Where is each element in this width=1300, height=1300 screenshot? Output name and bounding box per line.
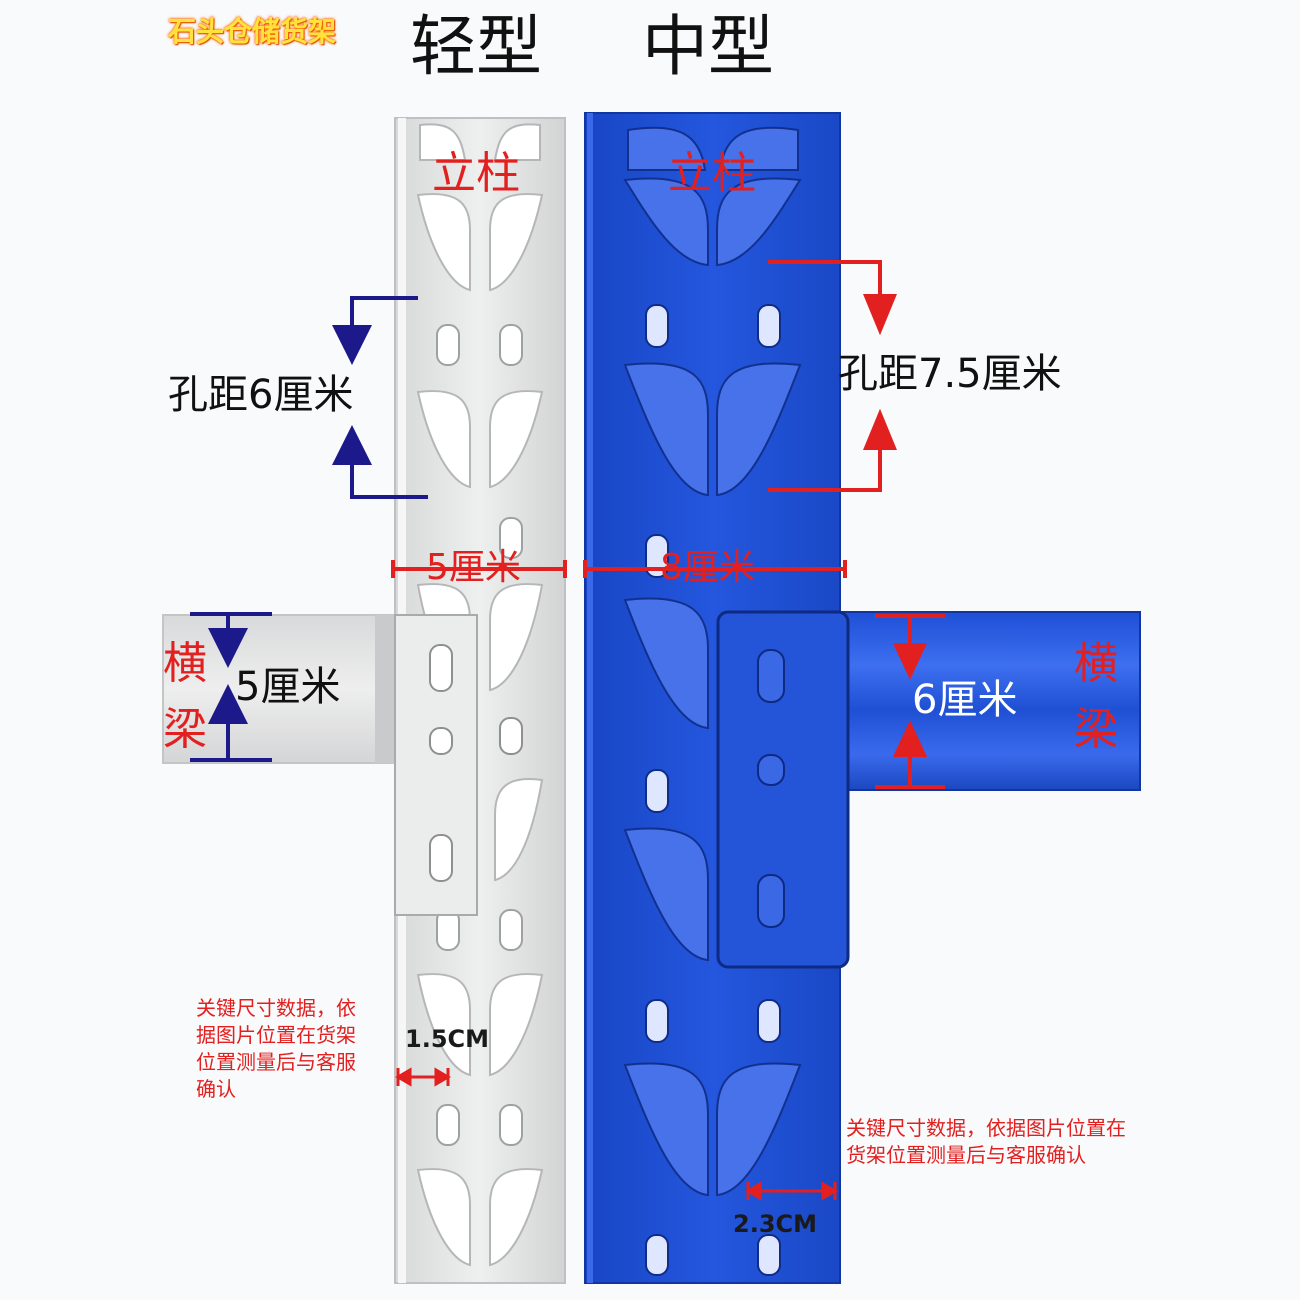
- light-beam-label-1: 横: [163, 638, 207, 689]
- medium-upright-label: 立柱: [668, 148, 756, 199]
- medium-beam-label-2: 梁: [1074, 704, 1118, 755]
- medium-width-label: 8厘米: [660, 547, 755, 588]
- light-hole-measure-label: 1.5CM: [405, 1025, 490, 1053]
- title-light: 轻型: [410, 8, 542, 85]
- medium-upright: [584, 112, 841, 1284]
- title-medium: 中型: [642, 8, 774, 85]
- light-beam-height-arrows: [190, 612, 272, 762]
- light-width-label: 5厘米: [426, 547, 521, 588]
- light-beam-label-2: 梁: [163, 704, 207, 755]
- medium-hole-spacing-label: 孔距7.5厘米: [838, 351, 1062, 397]
- brand-watermark: 石头仓储货架: [168, 15, 337, 48]
- medium-beam-height-label: 6厘米: [912, 677, 1018, 723]
- light-hole-spacing-label: 孔距6厘米: [168, 372, 354, 418]
- hole-measure-lines: [395, 1067, 838, 1201]
- medium-hole-spacing-arrows: [768, 260, 897, 492]
- light-hole-spacing-arrows: [332, 296, 428, 499]
- width-measure-lines: [391, 560, 847, 578]
- light-measure-note: 关键尺寸数据，依据图片位置在货架位置测量后与客服确认: [196, 996, 356, 1101]
- medium-hole-measure-label: 2.3CM: [733, 1210, 818, 1238]
- medium-beam-label-1: 横: [1074, 638, 1118, 689]
- medium-measure-note: 关键尺寸数据，依据图片位置在货架位置测量后与客服确认: [846, 1116, 1126, 1167]
- medium-beam-height-arrows: [875, 614, 945, 789]
- light-beam-height-label: 5厘米: [235, 664, 341, 710]
- medium-beam: [716, 610, 1141, 969]
- light-upright-label: 立柱: [432, 148, 520, 199]
- light-beam: [162, 614, 544, 916]
